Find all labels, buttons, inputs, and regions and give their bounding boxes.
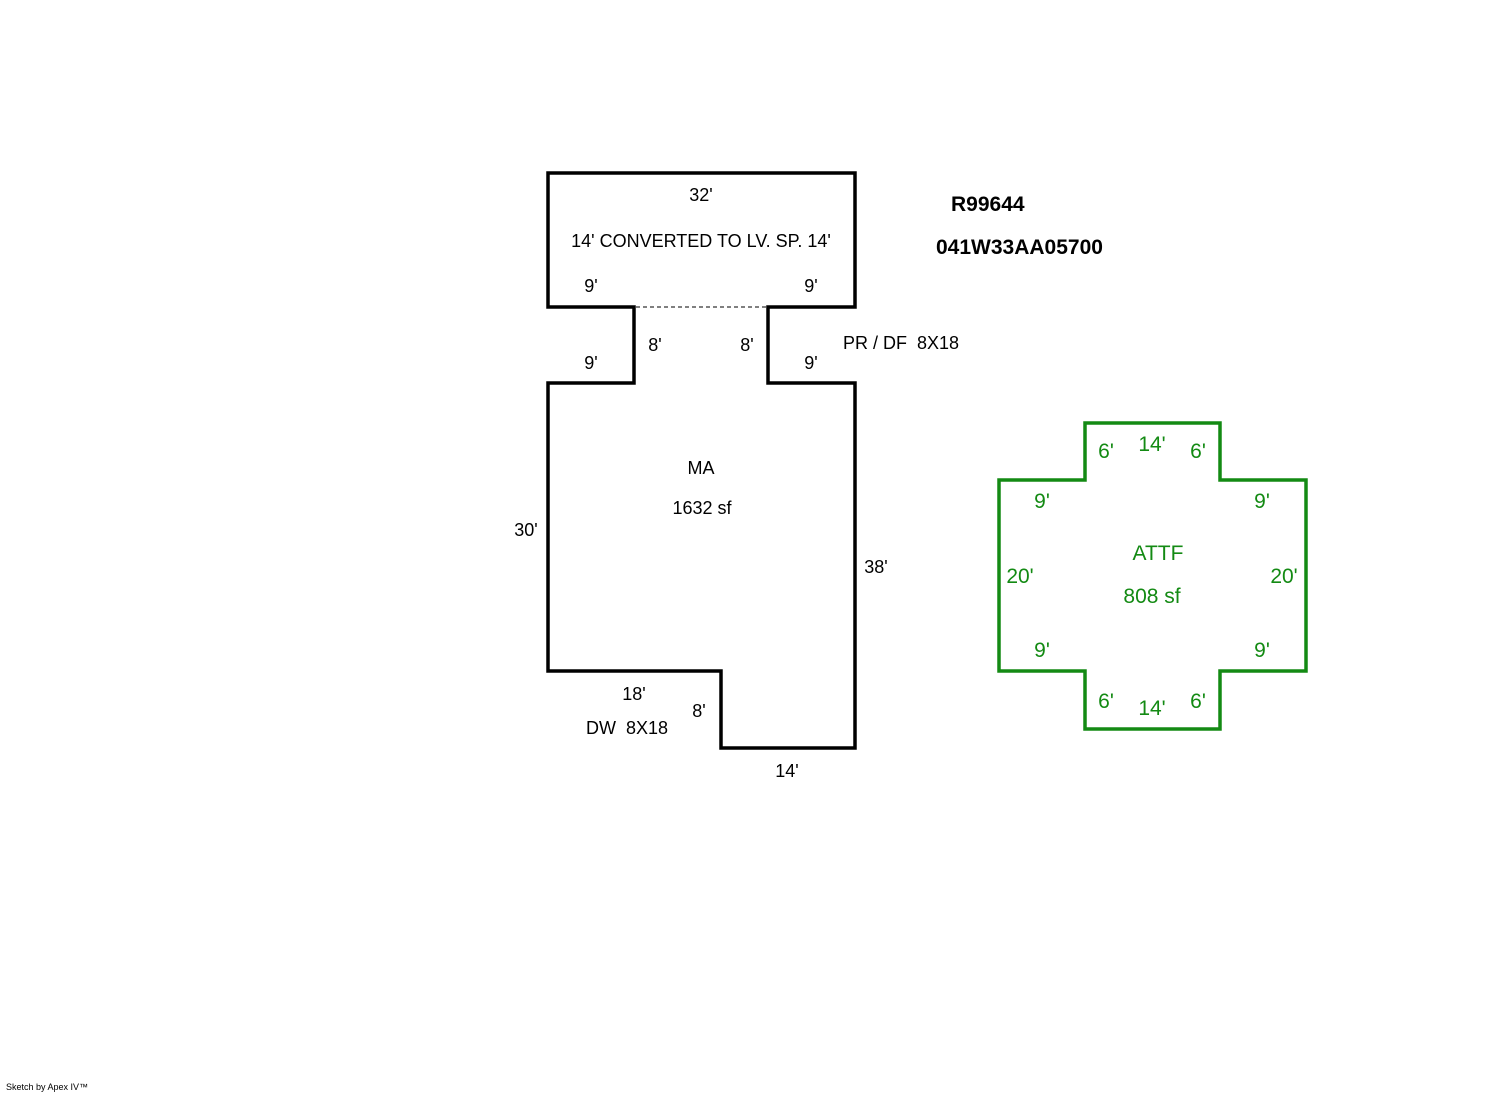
dim-upper-right-step: 9' — [804, 276, 817, 296]
attached-structure: 6' 14' 6' 9' 9' ATTF 808 sf 20' 20' 9' 9… — [997, 421, 1308, 731]
porch-deck-label: PR / DF 8X18 — [843, 333, 959, 353]
attf-dim-top-width: 14' — [1138, 433, 1165, 456]
main-structure: 32' 14' CONVERTED TO LV. SP. 14' 9' 9' 8… — [514, 171, 888, 781]
attached-structure-outline — [997, 421, 1308, 731]
attf-dim-right-side: 20' — [1270, 565, 1297, 588]
dim-bottom-step-height: 8' — [692, 701, 705, 721]
attf-dim-left-side: 20' — [1006, 565, 1033, 588]
attf-dim-lower-right-shoulder: 9' — [1254, 639, 1270, 662]
attf-dim-upper-left-shoulder: 9' — [1034, 490, 1050, 513]
driveway-label: DW 8X18 — [586, 718, 668, 738]
attf-area: 808 sf — [1123, 585, 1180, 608]
attf-dim-upper-right-shoulder: 9' — [1254, 490, 1270, 513]
map-tax-lot: 041W33AA05700 — [936, 236, 1103, 259]
main-structure-code: MA — [688, 458, 715, 478]
main-structure-area: 1632 sf — [672, 498, 732, 518]
attf-dim-top-left-notch: 6' — [1098, 440, 1114, 463]
dim-notch-left-height: 8' — [648, 335, 661, 355]
dim-lower-right-step: 9' — [804, 353, 817, 373]
attf-dim-top-right-notch: 6' — [1190, 440, 1206, 463]
attf-dim-lower-left-shoulder: 9' — [1034, 639, 1050, 662]
attf-code: ATTF — [1133, 542, 1184, 565]
dim-left-side: 30' — [514, 520, 537, 540]
main-structure-outline — [546, 171, 857, 750]
sketch-credit: Sketch by Apex IV™ — [6, 1082, 88, 1092]
dim-bottom-width: 14' — [775, 761, 798, 781]
attf-dim-bottom-width: 14' — [1138, 697, 1165, 720]
dim-notch-right-height: 8' — [740, 335, 753, 355]
dim-bottom-step-width: 18' — [622, 684, 645, 704]
dim-top-width: 32' — [689, 185, 712, 205]
dim-lower-left-step: 9' — [584, 353, 597, 373]
dim-upper-left-step: 9' — [584, 276, 597, 296]
converted-note: 14' CONVERTED TO LV. SP. 14' — [571, 231, 831, 251]
account-id: R99644 — [951, 193, 1025, 216]
attf-dim-bottom-right-notch: 6' — [1190, 690, 1206, 713]
dim-right-side: 38' — [864, 557, 887, 577]
attf-dim-bottom-left-notch: 6' — [1098, 690, 1114, 713]
